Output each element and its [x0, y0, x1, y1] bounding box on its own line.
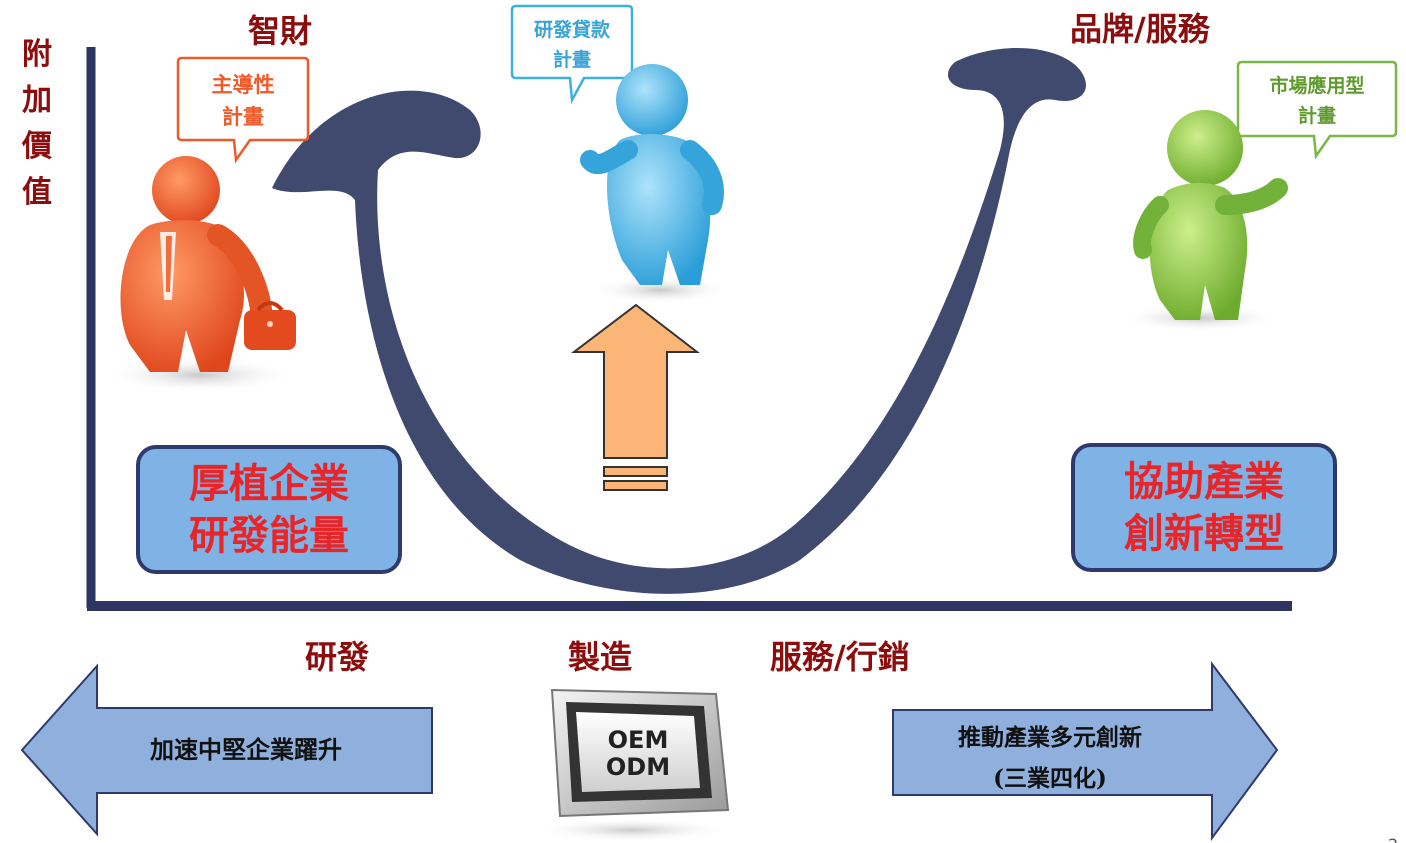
box-left-line2: 研發能量: [189, 513, 349, 559]
callout-green: 市場應用型 計畫: [1236, 60, 1398, 160]
red-person-figure: [105, 156, 296, 393]
callout-green-line1: 市場應用型: [1269, 74, 1364, 97]
up-arrow: [571, 303, 700, 491]
arrow-right-line1: 推動產業多元創新: [958, 724, 1142, 751]
label-ip: 智財: [248, 12, 312, 50]
box-left: 厚植企業 研發能量: [136, 445, 402, 574]
oem-odm-monitor: OEM ODM: [534, 688, 730, 842]
blue-person-figure: [580, 64, 730, 304]
green-person-figure: [1120, 110, 1288, 332]
label-manufacturing: 製造: [568, 638, 632, 676]
svg-text:附: 附: [22, 37, 52, 72]
callout-blue-line1: 研發貸款: [534, 18, 611, 41]
y-axis-label: 附 加 價 值: [21, 37, 52, 210]
label-service-marketing: 服務/行銷: [770, 638, 910, 676]
callout-red: 主導性 計畫: [176, 56, 310, 164]
box-right-line1: 協助產業: [1124, 459, 1284, 505]
arrow-right-line2: (三業四化): [993, 765, 1107, 792]
monitor-line2: ODM: [606, 753, 670, 781]
callout-blue: 研發貸款 計畫: [510, 4, 634, 105]
callout-red-line1: 主導性: [212, 73, 275, 97]
callout-red-line2: 計畫: [222, 105, 264, 129]
label-brand-service: 品牌/服務: [1070, 10, 1211, 48]
arrow-right: 推動產業多元創新 (三業四化): [892, 661, 1279, 842]
box-right: 協助產業 創新轉型: [1071, 443, 1337, 572]
box-left-line1: 厚植企業: [189, 461, 349, 507]
arrow-left-text: 加速中堅企業躍升: [150, 735, 342, 764]
page-number: 2: [1388, 835, 1398, 843]
svg-text:加: 加: [22, 83, 52, 118]
monitor-line1: OEM: [608, 726, 669, 754]
svg-text:值: 值: [22, 175, 52, 210]
axes: [86, 47, 1292, 611]
svg-text:價: 價: [21, 129, 52, 164]
label-rd: 研發: [305, 638, 369, 676]
callout-green-line2: 計畫: [1298, 104, 1336, 127]
callout-blue-line2: 計畫: [553, 48, 591, 71]
smile-curve: [272, 48, 1086, 594]
box-right-line2: 創新轉型: [1124, 511, 1284, 557]
arrow-left: 加速中堅企業躍升: [20, 663, 433, 837]
